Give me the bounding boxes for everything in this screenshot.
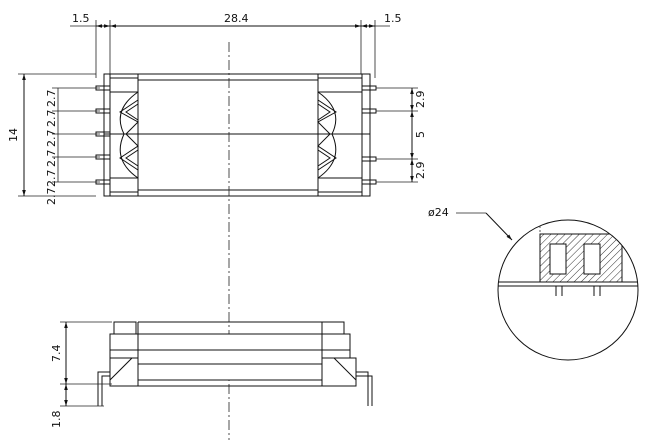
left-pitch-2: 2.7 [45, 110, 58, 128]
dim-width: 28.4 [224, 12, 249, 25]
dim-pin-length: 1.8 [50, 411, 63, 429]
left-pitch-6: 2.7 [45, 188, 58, 206]
right-mid-distance: 5 [414, 131, 427, 138]
dim-height: 14 [7, 128, 20, 142]
side-view: 7.4 1.8 [50, 321, 373, 429]
right-pitch-bottom: 2.9 [414, 162, 427, 180]
height-dimension: 14 [7, 73, 96, 197]
left-pitch-3: 2.7 [45, 130, 58, 148]
right-pitch-top: 2.9 [414, 91, 427, 109]
left-pitch-dimension: 2.7 2.7 2.7 2.7 2.7 2.7 [45, 87, 100, 206]
left-pitch-5: 2.7 [45, 170, 58, 188]
bobbin-top-outline [103, 73, 371, 197]
dim-body-height: 7.4 [50, 345, 63, 363]
detail-callout-label: ø24 [428, 206, 449, 219]
top-dimension: 1.5 28.4 1.5 [70, 12, 402, 78]
dim-left-margin: 1.5 [72, 12, 90, 25]
detail-circle [497, 219, 639, 361]
right-pitch-dimension: 2.9 5 2.9 [376, 87, 427, 183]
detail-view: ø24 [428, 206, 639, 361]
left-pitch-4: 2.7 [45, 150, 58, 168]
left-pitch-1: 2.7 [45, 90, 58, 108]
left-pins [95, 85, 111, 185]
dim-right-margin: 1.5 [384, 12, 402, 25]
top-view: 1.5 28.4 1.5 14 2.7 2.7 2.7 2.7 2.7 2.7 [7, 12, 427, 205]
